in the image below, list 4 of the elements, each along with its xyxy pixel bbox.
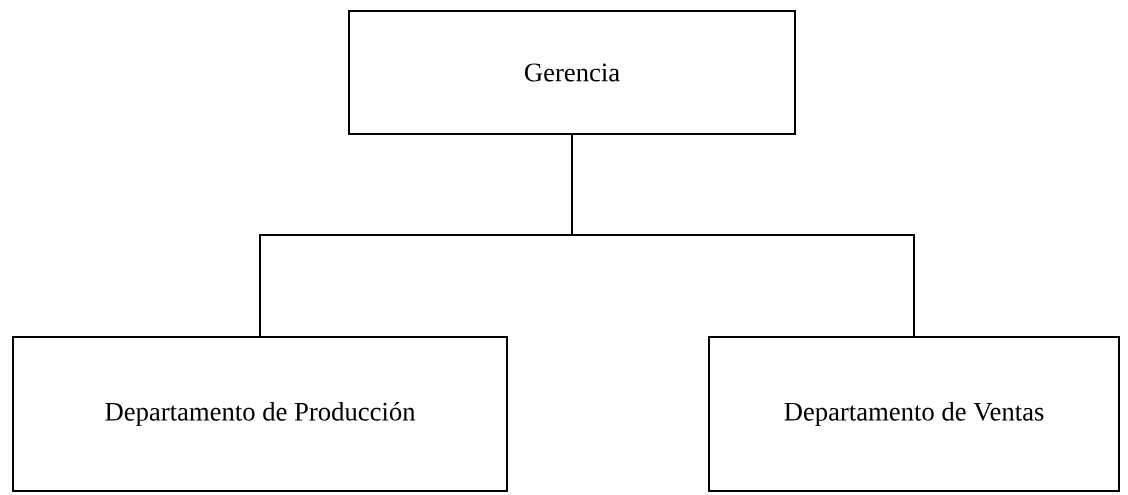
- org-box: Departamento de Producción: [12, 336, 508, 492]
- org-box: Departamento de Ventas: [708, 336, 1120, 492]
- org-box: Gerencia: [348, 10, 796, 135]
- connector-line: [571, 134, 915, 337]
